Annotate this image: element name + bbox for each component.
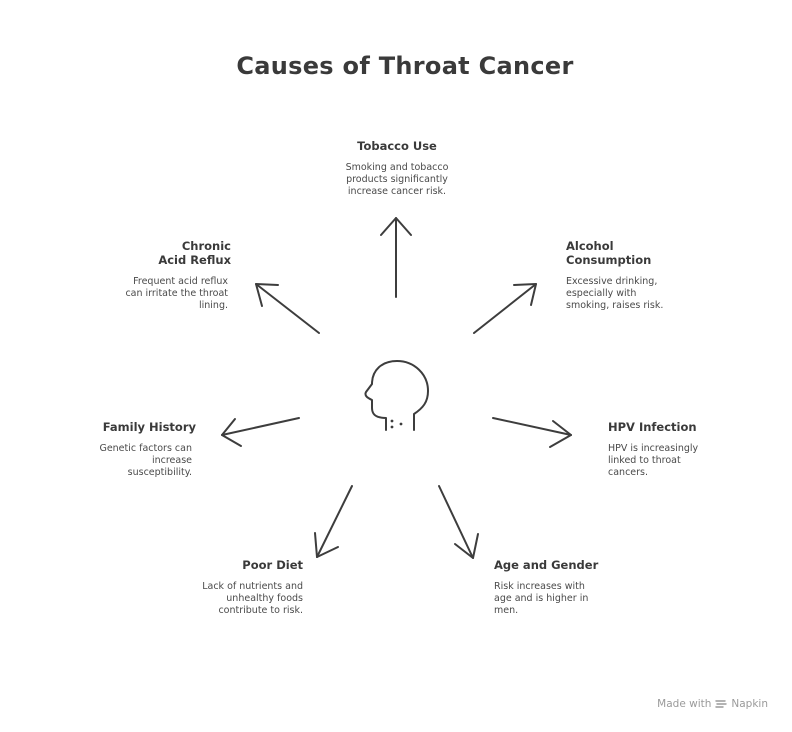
napkin-logo-icon [715, 700, 728, 708]
cause-desc: Excessive drinking, especially with smok… [566, 276, 664, 311]
arrow-hpv [492, 417, 572, 448]
page-title: Causes of Throat Cancer [236, 52, 574, 80]
cause-title: Age and Gender [494, 558, 599, 572]
cause-title: HPV Infection [608, 420, 697, 434]
cause-reflux: Chronic Acid Reflux Frequent acid reflux… [118, 239, 231, 312]
cause-desc: HPV is increasingly linked to throat can… [608, 443, 699, 478]
cause-desc: Genetic factors can increase susceptibil… [99, 443, 192, 478]
arrow-tobacco [380, 217, 412, 298]
made-with-label: Made with [657, 698, 712, 710]
cause-desc: Lack of nutrients and unhealthy foods co… [202, 581, 303, 616]
cause-tobacco: Tobacco Use Smoking and tobacco products… [322, 139, 472, 198]
cause-desc: Smoking and tobacco products significant… [345, 162, 449, 197]
cause-hpv: HPV Infection HPV is increasingly linked… [608, 420, 718, 479]
cause-title: Family History [102, 420, 196, 434]
cause-family: Family History Genetic factors can incre… [86, 420, 196, 479]
arrow-alcohol [473, 283, 537, 334]
arrow-age [438, 485, 479, 559]
arrow-family [221, 417, 300, 447]
made-with-napkin[interactable]: Made with Napkin [657, 698, 768, 710]
napkin-brand: Napkin [731, 698, 768, 710]
arrow-diet [314, 485, 353, 558]
cause-alcohol: Alcohol Consumption Excessive drinking, … [566, 239, 686, 312]
cause-diet: Poor Diet Lack of nutrients and unhealth… [183, 558, 303, 617]
cause-title: Tobacco Use [357, 139, 437, 153]
arrow-reflux [255, 283, 320, 334]
cause-age: Age and Gender Risk increases with age a… [494, 558, 614, 617]
cause-title: Chronic Acid Reflux [158, 239, 231, 267]
cause-desc: Risk increases with age and is higher in… [494, 581, 589, 616]
cause-title: Alcohol Consumption [566, 239, 652, 267]
throat-dots [390, 419, 403, 429]
cause-title: Poor Diet [242, 558, 303, 572]
cause-desc: Frequent acid reflux can irritate the th… [125, 276, 228, 311]
head-silhouette-icon [364, 360, 429, 431]
